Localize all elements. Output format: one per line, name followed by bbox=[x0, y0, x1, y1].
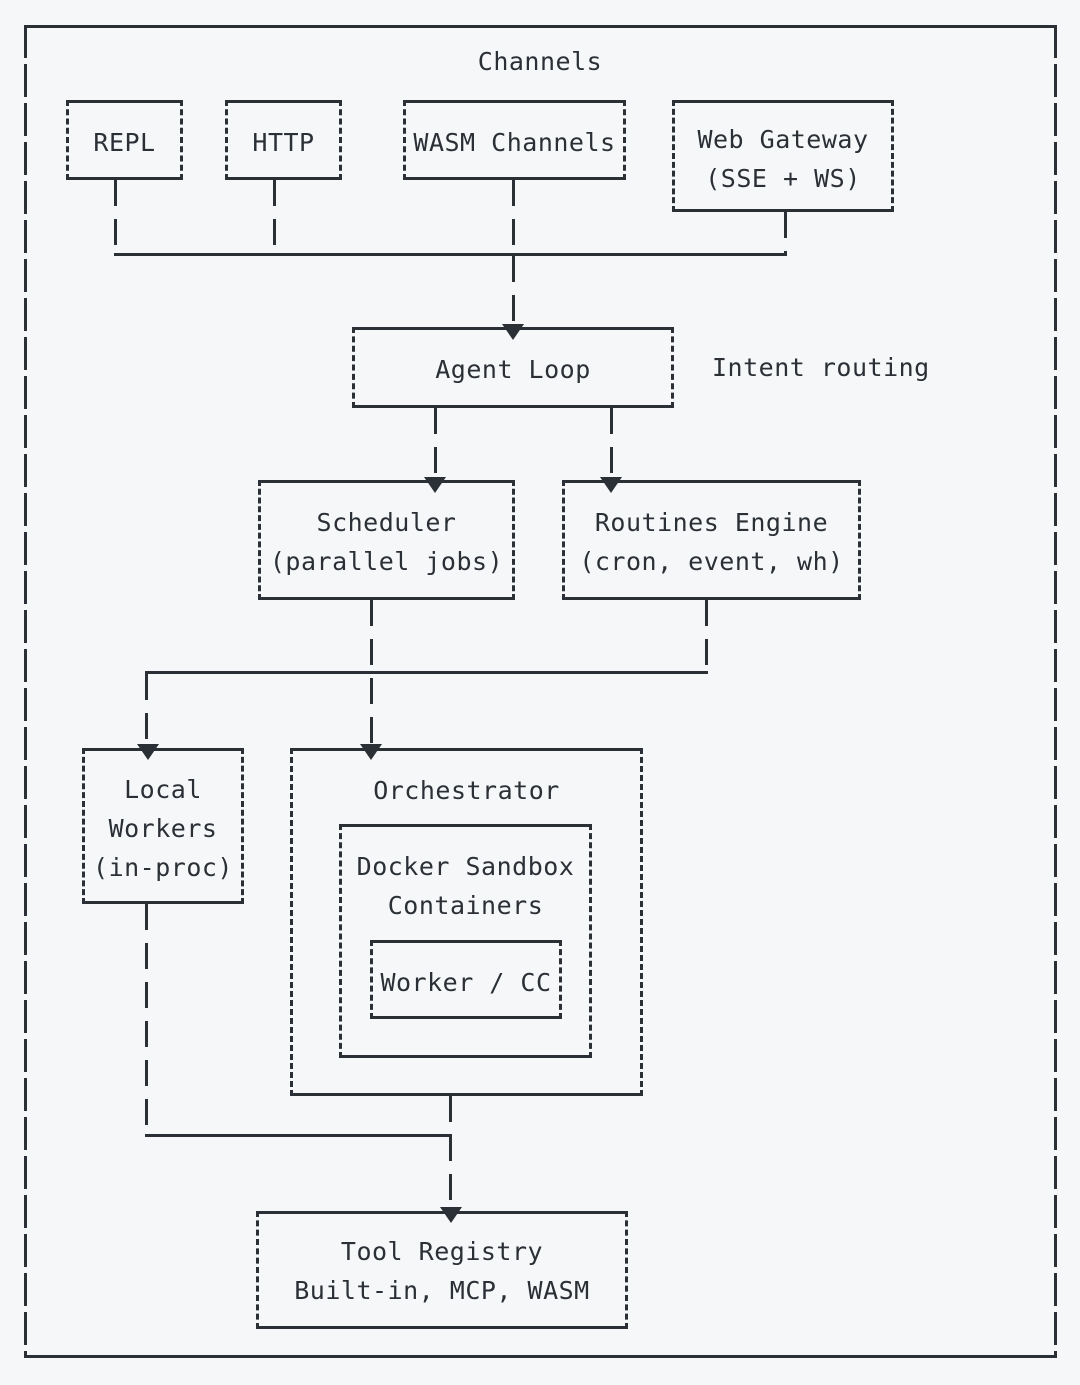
connector-agent-loop-to-routines bbox=[610, 408, 613, 478]
label-routines-engine-line2: (cron, event, wh) bbox=[579, 547, 844, 576]
label-worker-cc: Worker / CC bbox=[380, 968, 552, 997]
connector-orchestrator-down bbox=[449, 1096, 452, 1210]
connector-bus-to-agent-loop bbox=[512, 256, 515, 327]
box-tool-registry[interactable]: Tool Registry Built-in, MCP, WASM bbox=[256, 1211, 628, 1329]
label-routines-engine-line1: Routines Engine bbox=[594, 508, 829, 537]
box-local-workers[interactable]: Local Workers (in-proc) bbox=[82, 748, 244, 904]
channel-box-http[interactable]: HTTP bbox=[225, 100, 342, 180]
box-worker-cc[interactable]: Worker / CC bbox=[370, 940, 562, 1019]
box-agent-loop[interactable]: Agent Loop bbox=[352, 327, 674, 408]
connector-repl-down bbox=[114, 180, 117, 256]
channel-box-web-gateway[interactable]: Web Gateway (SSE + WS) bbox=[672, 100, 894, 212]
box-routines-engine[interactable]: Routines Engine (cron, event, wh) bbox=[562, 480, 861, 600]
connector-wasm-down bbox=[512, 180, 515, 256]
channel-label-wasm-channels: WASM Channels bbox=[413, 128, 616, 157]
diagram-frame-left-edge bbox=[24, 25, 27, 1358]
connector-bus-to-local-workers bbox=[145, 674, 148, 745]
label-local-workers-line1: Local bbox=[124, 775, 202, 804]
channel-box-wasm-channels[interactable]: WASM Channels bbox=[403, 100, 626, 180]
box-scheduler[interactable]: Scheduler (parallel jobs) bbox=[258, 480, 515, 600]
label-orchestrator: Orchestrator bbox=[373, 776, 560, 805]
channel-label-web-gateway-line1: Web Gateway bbox=[697, 125, 869, 154]
connector-local-workers-down bbox=[145, 904, 148, 1136]
label-agent-loop: Agent Loop bbox=[435, 355, 591, 384]
channel-label-http: HTTP bbox=[252, 128, 315, 157]
connector-routines-down bbox=[705, 600, 708, 673]
label-local-workers-line3: (in-proc) bbox=[93, 853, 233, 882]
connector-execution-bus bbox=[145, 1134, 452, 1137]
label-scheduler-line2: (parallel jobs) bbox=[269, 547, 504, 576]
annotation-intent-routing: Intent routing bbox=[712, 353, 930, 382]
label-docker-sandbox-line1: Docker Sandbox bbox=[356, 852, 575, 881]
label-tool-registry-line2: Built-in, MCP, WASM bbox=[294, 1276, 590, 1305]
diagram-outer-frame bbox=[24, 25, 1057, 1358]
channel-box-repl[interactable]: REPL bbox=[66, 100, 183, 180]
channel-label-web-gateway-line2: (SSE + WS) bbox=[705, 164, 861, 193]
connector-http-down bbox=[273, 180, 276, 256]
connector-routines-bus bbox=[145, 671, 708, 674]
label-scheduler-line1: Scheduler bbox=[316, 508, 457, 537]
diagram-title: Channels bbox=[477, 47, 603, 76]
label-docker-sandbox-line2: Containers bbox=[387, 891, 544, 920]
channel-label-repl: REPL bbox=[93, 128, 156, 157]
diagram-frame-right-edge bbox=[1054, 25, 1057, 1358]
label-tool-registry-line1: Tool Registry bbox=[340, 1237, 544, 1266]
connector-agent-loop-to-scheduler bbox=[434, 408, 437, 478]
label-local-workers-line2: Workers bbox=[108, 814, 218, 843]
connector-web-gateway-down bbox=[784, 212, 787, 256]
connector-channel-bus bbox=[114, 253, 787, 256]
